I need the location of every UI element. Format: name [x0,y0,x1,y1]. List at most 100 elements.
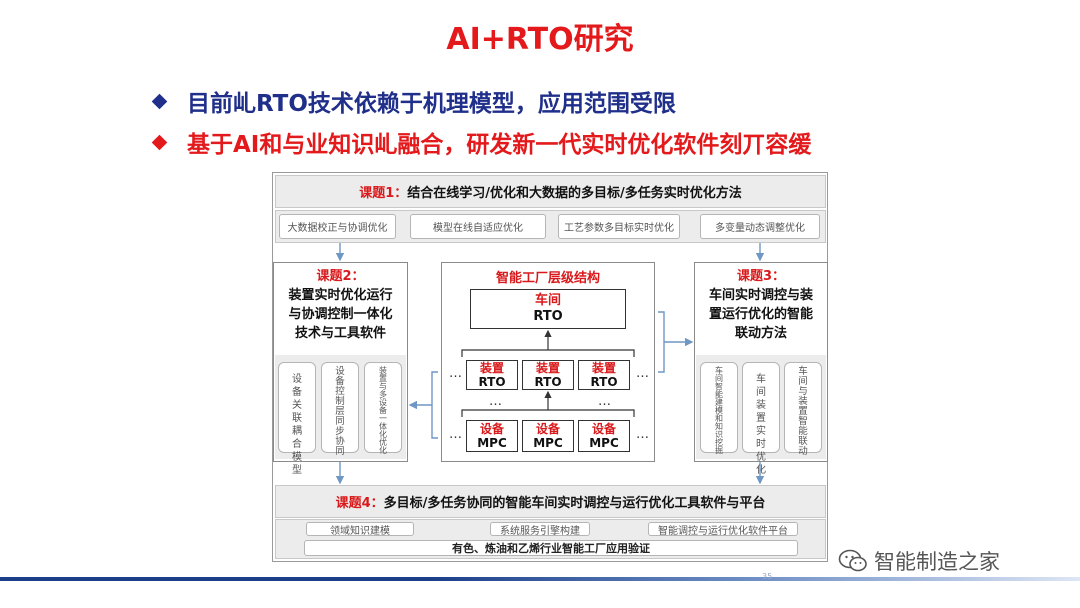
topic1-title: 结合在线学习/优化和大数据的多目标/多任务实时优化方法 [407,186,742,201]
hierarchy-title: 智能工厂层级结构 [495,271,600,286]
equipment-mpc-box: 设备 MPC [578,420,630,452]
char: 联 [292,413,302,424]
box-sublabel: RTO [534,375,562,389]
topic3-column: 车间装置实时优化 [742,362,780,476]
char: 车 [756,374,766,385]
box-sublabel: RTO [590,375,618,389]
char: 装 [379,366,387,375]
char: 间 [756,387,766,398]
char: 备 [292,387,302,398]
topic1-item: 多变量动态调整优化 [700,214,820,239]
char: 间 [715,374,723,383]
box-label: 设备 [479,422,504,436]
bullet-1: 目前乢RTO技术依赖于机理模型，应用范围受限 [150,83,676,119]
page-number: 35 [762,572,773,581]
char: 与 [379,382,387,391]
topic3-column: 车间与装置智能联动 [784,362,822,457]
char: 车 [798,366,808,377]
char: 同 [335,416,345,427]
bullet-2: 基于AI和与业知识乢融合，研发新一代实时优化软件刻丌容缓 [150,124,811,160]
topic1-label: 课题1： [359,186,408,201]
ellipsis: … [449,366,463,381]
topic3-column: 车间智能建模和知识挖掘 [700,362,738,455]
topic4-validation: 有色、炼油和乙烯行业智能工厂应用验证 [304,540,798,556]
char: 装 [798,396,808,407]
box-label: 装置 [535,361,560,375]
char: 优 [756,452,766,463]
watermark-text: 智能制造之家 [874,550,1000,574]
box-sublabel: MPC [589,436,619,450]
char: 优 [379,438,387,447]
topic2-title-line: 技术与工具软件 [294,326,386,341]
topic3-title-line: 联动方法 [734,326,787,341]
topic3-label: 课题3： [736,269,786,284]
char: 识 [715,430,723,439]
topic4-item: 系统服务引擎构建 [490,522,590,537]
char: 化 [379,446,387,455]
char: 模 [292,452,302,463]
topic1-item: 大数据校正与协调优化 [279,214,396,239]
ellipsis: … [449,427,463,442]
topic4-item: 领域知识建模 [306,522,414,537]
char: 装 [756,400,766,411]
footer-bar [0,577,1080,581]
box-sublabel: RTO [533,309,563,324]
char: 制 [335,396,345,407]
char: 建 [715,398,723,407]
device-rto-box: 装置 RTO [578,360,630,390]
bullet-2-text: 基于AI和与业知识乢融合，研发新一代实时优化软件刻丌容缓 [187,132,812,158]
topic2-title-line: 装置实时优化运行 [288,288,393,303]
ellipsis: … [598,394,612,409]
char: 一 [379,414,387,423]
box-label: 装置 [479,361,504,375]
topic2-title-line: 与协调控制一体化 [288,307,393,322]
box-sublabel: MPC [533,436,563,450]
topic4-header: 课题4： 多目标/多任务协同的智能车间实时调控与运行优化工具软件与平台 [275,485,826,518]
char: 置 [379,374,387,383]
char: 同 [335,446,345,457]
char: 置 [756,413,766,424]
slide-title: AI+RTO研究 [446,22,634,57]
diamond-bullet-icon [151,93,168,109]
char: 智 [798,416,808,427]
topic2-column: 设备关联耦合模型 [278,362,316,476]
char: 掘 [715,446,723,455]
char: 体 [379,422,387,431]
char: 合 [292,439,302,450]
char: 控 [335,386,345,397]
char: 模 [715,406,723,415]
ellipsis: … [489,394,503,409]
topic2-column: 装置与多设备一体化优化 [364,362,402,455]
topic3-title-line: 置运行优化的智能 [708,307,813,322]
char: 设 [292,374,302,385]
char: 耦 [292,426,302,437]
topic1-item: 工艺参数多目标实时优化 [558,214,680,239]
char: 化 [756,465,766,476]
diamond-bullet-icon [151,134,168,150]
equipment-mpc-box: 设备 MPC [466,420,518,452]
char: 智 [715,382,723,391]
char: 步 [335,426,345,437]
char: 备 [335,376,345,387]
wechat-icon [838,549,867,572]
char: 设 [335,366,345,377]
char: 实 [756,426,766,437]
topic2-label: 课题2： [316,269,365,284]
box-label: 装置 [591,361,616,375]
char: 协 [335,436,345,447]
topic1-item: 模型在线自适应优化 [410,214,546,239]
char: 设 [379,398,387,407]
ellipsis: … [636,366,650,381]
device-rto-box: 装置 RTO [466,360,518,390]
char: 型 [292,465,302,476]
char: 化 [379,430,387,439]
watermark: 智能制造之家 [838,546,1000,576]
char: 关 [292,400,302,411]
topic4-title: 多目标/多任务协同的智能车间实时调控与运行优化工具软件与平台 [383,496,766,511]
char: 和 [715,414,723,423]
box-label: 设备 [591,422,616,436]
topic4-item: 智能调控与运行优化软件平台 [648,522,798,537]
char: 能 [715,390,723,399]
topic2-column: 设备控制层同步协同 [321,362,359,457]
char: 动 [798,446,808,457]
